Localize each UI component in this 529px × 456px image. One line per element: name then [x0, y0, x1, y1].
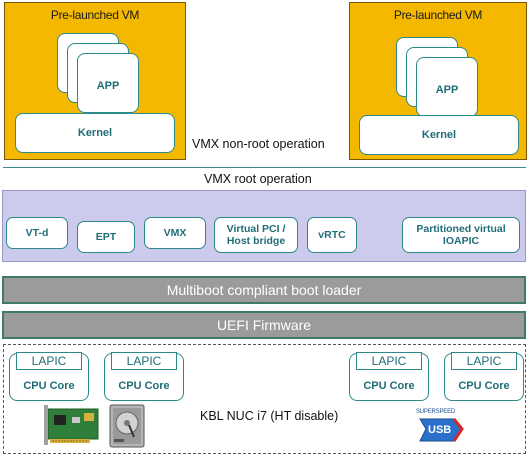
app-box: APP [416, 57, 478, 117]
cpu-core-1: LAPIC CPU Core [9, 352, 89, 401]
cpu-core-4: LAPIC CPU Core [444, 352, 524, 401]
vm-title: Pre-launched VM [393, 8, 483, 22]
module-partitioned-ioapic: Partitioned virtual IOAPIC [402, 217, 520, 253]
cpu-core-label: CPU Core [363, 380, 415, 392]
lapic-label: LAPIC [111, 352, 177, 370]
cpu-core-2: LAPIC CPU Core [104, 352, 184, 401]
cpu-core-label: CPU Core [23, 380, 75, 392]
lapic-label: LAPIC [451, 352, 517, 370]
usb-logo-icon: SUPERSPEED USB [414, 409, 464, 445]
divider-line [3, 167, 526, 168]
vmx-non-root-label: VMX non-root operation [192, 137, 325, 151]
hard-disk-icon [109, 404, 145, 448]
app-box: APP [77, 53, 139, 113]
module-vt-d: VT-d [6, 217, 68, 249]
pre-launched-vm-right: Pre-launched VM APP Kernel [349, 2, 527, 160]
kernel-box: Kernel [359, 115, 519, 155]
vmx-root-panel: VT-d EPT VMX Virtual PCI / Host bridge v… [2, 190, 526, 262]
module-vmx: VMX [144, 217, 206, 249]
app-label: APP [435, 84, 459, 96]
usb-logo-main-text: USB [428, 424, 452, 436]
lapic-label: LAPIC [356, 352, 422, 370]
uefi-firmware-bar: UEFI Firmware [2, 311, 526, 339]
network-card-icon [44, 405, 99, 445]
usb-logo-top-text: SUPERSPEED [416, 409, 456, 415]
module-virtual-pci: Virtual PCI / Host bridge [214, 217, 298, 253]
cpu-core-label: CPU Core [458, 380, 510, 392]
bootloader-bar: Multiboot compliant boot loader [2, 276, 526, 304]
pre-launched-vm-left: Pre-launched VM APP Kernel [4, 2, 186, 160]
app-label: APP [96, 80, 120, 92]
hardware-platform: LAPIC CPU Core LAPIC CPU Core LAPIC CPU … [3, 344, 526, 454]
module-vrtc: vRTC [307, 217, 357, 253]
vmx-root-label: VMX root operation [204, 172, 312, 186]
hw-platform-label: KBL NUC i7 (HT disable) [200, 409, 339, 423]
kernel-box: Kernel [15, 113, 175, 153]
module-ept: EPT [77, 221, 135, 253]
cpu-core-3: LAPIC CPU Core [349, 352, 429, 401]
lapic-label: LAPIC [16, 352, 82, 370]
cpu-core-label: CPU Core [118, 380, 170, 392]
vm-title: Pre-launched VM [50, 8, 140, 22]
